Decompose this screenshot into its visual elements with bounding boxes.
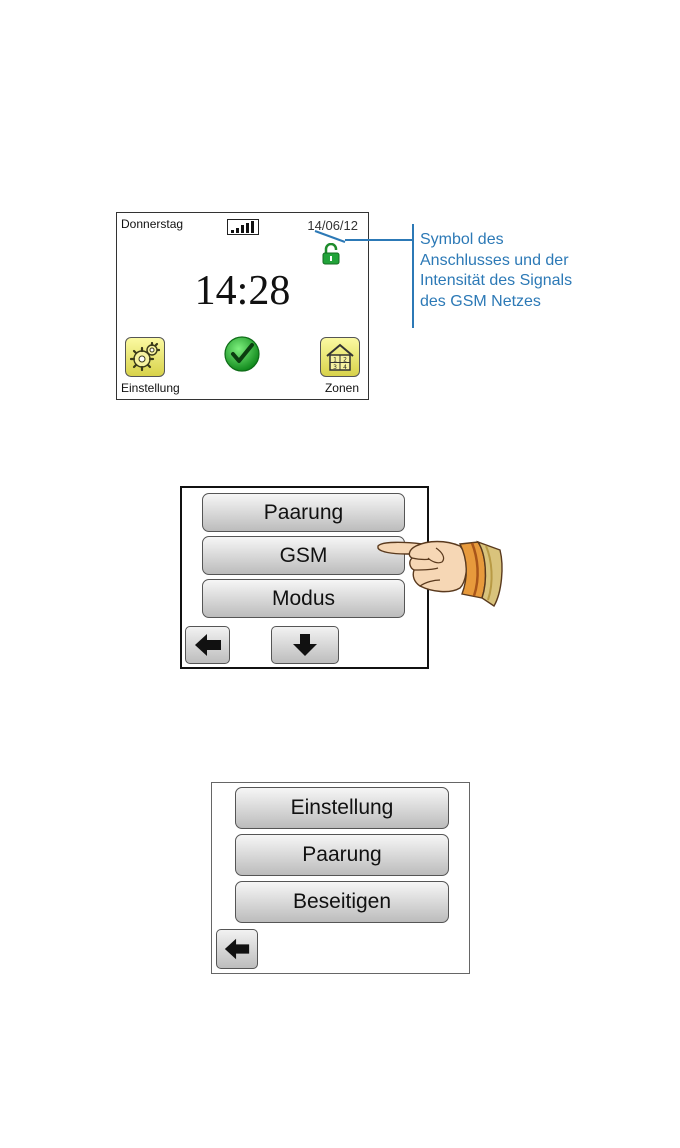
- clock-time: 14:28: [194, 268, 291, 314]
- gsm-signal-annotation: Symbol des Anschlusses und der Intensitä…: [420, 231, 573, 310]
- gears-icon: [130, 342, 160, 372]
- svg-text:2: 2: [343, 357, 347, 364]
- menu-screen-gsm: Paarung GSM Modus: [180, 486, 429, 669]
- zones-button[interactable]: 1 2 3 4: [320, 337, 360, 377]
- zones-label: Zonen: [324, 381, 359, 395]
- date-label: 14/06/12: [307, 218, 358, 233]
- menu-button-pairing[interactable]: Paarung: [235, 834, 449, 876]
- day-label: Donnerstag: [121, 217, 184, 231]
- settings-label: Einstellung: [121, 381, 180, 395]
- svg-text:4: 4: [343, 364, 347, 371]
- menu-screen-settings: Einstellung Paarung Beseitigen: [211, 782, 470, 974]
- scroll-down-button[interactable]: [271, 626, 339, 664]
- svg-text:1: 1: [333, 357, 337, 364]
- signal-bars-icon: [227, 219, 259, 235]
- menu-button-pairing[interactable]: Paarung: [202, 493, 405, 532]
- arrow-left-icon: [194, 634, 221, 656]
- back-button[interactable]: [216, 929, 258, 969]
- arrow-left-icon: [224, 938, 250, 960]
- settings-button[interactable]: [125, 337, 165, 377]
- checkmark-icon: [224, 336, 260, 372]
- menu-button-settings[interactable]: Einstellung: [235, 787, 449, 829]
- arrow-down-icon: [293, 634, 317, 656]
- menu-button-remove[interactable]: Beseitigen: [235, 881, 449, 923]
- pointing-hand-icon: [377, 540, 503, 607]
- svg-text:3: 3: [333, 364, 337, 371]
- home-screen: Donnerstag 14/06/12 14:28: [116, 212, 369, 400]
- menu-button-mode[interactable]: Modus: [202, 579, 405, 618]
- back-button[interactable]: [185, 626, 230, 664]
- house-zones-icon: 1 2 3 4: [326, 343, 354, 371]
- menu-button-gsm[interactable]: GSM: [202, 536, 405, 575]
- padlock-open-icon: [322, 243, 340, 265]
